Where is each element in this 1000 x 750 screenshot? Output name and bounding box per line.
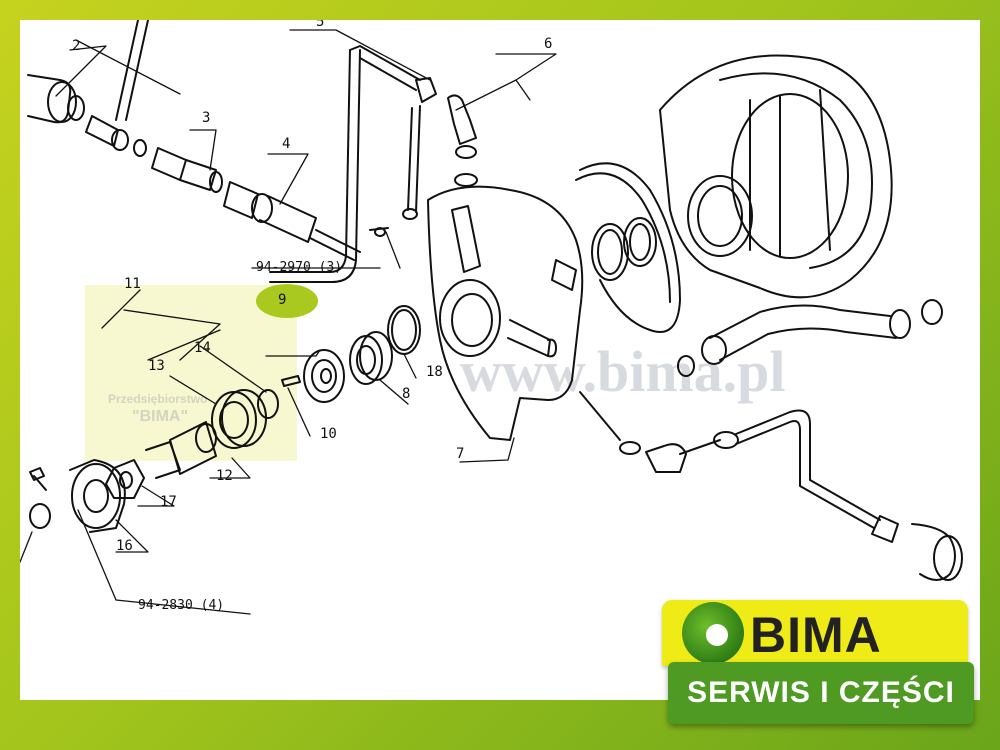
callout-12: 12 — [216, 468, 233, 484]
leader-lines — [20, 29, 557, 615]
exploded-view-drawing — [20, 20, 963, 615]
parts-diagram-sheet: www.bima.pl Przedsiębiorstwo "BIMA" — [20, 20, 980, 700]
logo-bottom-band: SERWIS I CZĘŚCI — [668, 662, 974, 724]
part-13-drawing — [211, 389, 267, 449]
ref-94-2830: 94-2830 (4) — [138, 598, 225, 613]
logo-top-band: BIMA — [662, 600, 968, 666]
seal-ring-1 — [591, 223, 629, 281]
callout-10: 10 — [320, 426, 337, 442]
part-3-drawing — [85, 115, 223, 193]
callout-18: 18 — [426, 364, 443, 380]
gasket-ring — [575, 162, 681, 333]
lower-right-pipe — [579, 391, 963, 581]
part-12-drawing — [145, 421, 217, 479]
part-16-drawing — [69, 459, 126, 533]
part-2-drawing — [27, 74, 85, 124]
highlight-oval-part-9 — [256, 284, 318, 318]
part-6-drawing — [447, 94, 478, 187]
callout-3: 3 — [202, 110, 211, 126]
ref-94-2970: 94-2970 (3) — [256, 260, 343, 275]
callout-17: 17 — [160, 494, 177, 510]
callout-13: 13 — [148, 358, 165, 374]
watermark-url: www.bima.pl — [460, 339, 786, 404]
callout-9: 9 — [278, 292, 287, 308]
part-4-drawing — [223, 181, 361, 261]
part-10-pin — [281, 375, 301, 387]
washer-2 — [29, 503, 51, 529]
callout-2: 2 — [72, 38, 81, 54]
bima-logo: BIMA SERWIS I CZĘŚCI — [662, 600, 980, 730]
callout-8: 8 — [402, 386, 411, 402]
part-5-drawing — [269, 45, 437, 283]
logo-brand-text: BIMA — [750, 607, 882, 663]
highlight-area — [85, 285, 297, 461]
logo-tagline: SERWIS I CZĘŚCI — [687, 676, 955, 709]
main-housing-drawing — [659, 54, 893, 299]
callout-6: 6 — [544, 36, 553, 52]
watermark-small-2: "BIMA" — [132, 408, 189, 425]
callout-7: 7 — [456, 446, 465, 462]
right-hose-drawing — [677, 299, 943, 377]
callout-16: 16 — [116, 538, 133, 554]
callout-11: 11 — [124, 276, 141, 292]
callout-5: 5 — [316, 20, 325, 30]
part-8-drawing — [349, 331, 393, 385]
pipe-top-left — [115, 20, 139, 121]
washer-1 — [402, 208, 418, 220]
part-14-clip — [257, 389, 279, 419]
part-17-nut — [105, 459, 145, 499]
watermark-small-1: Przedsiębiorstwo — [108, 392, 208, 406]
part-9-drawing — [303, 349, 345, 403]
logo-ball-highlight — [706, 624, 728, 646]
callout-14: 14 — [194, 340, 211, 356]
seal-ring-2 — [623, 217, 657, 267]
logo-ball-icon — [682, 602, 744, 664]
callout-4: 4 — [282, 136, 291, 152]
part-7-drawing — [427, 185, 584, 441]
